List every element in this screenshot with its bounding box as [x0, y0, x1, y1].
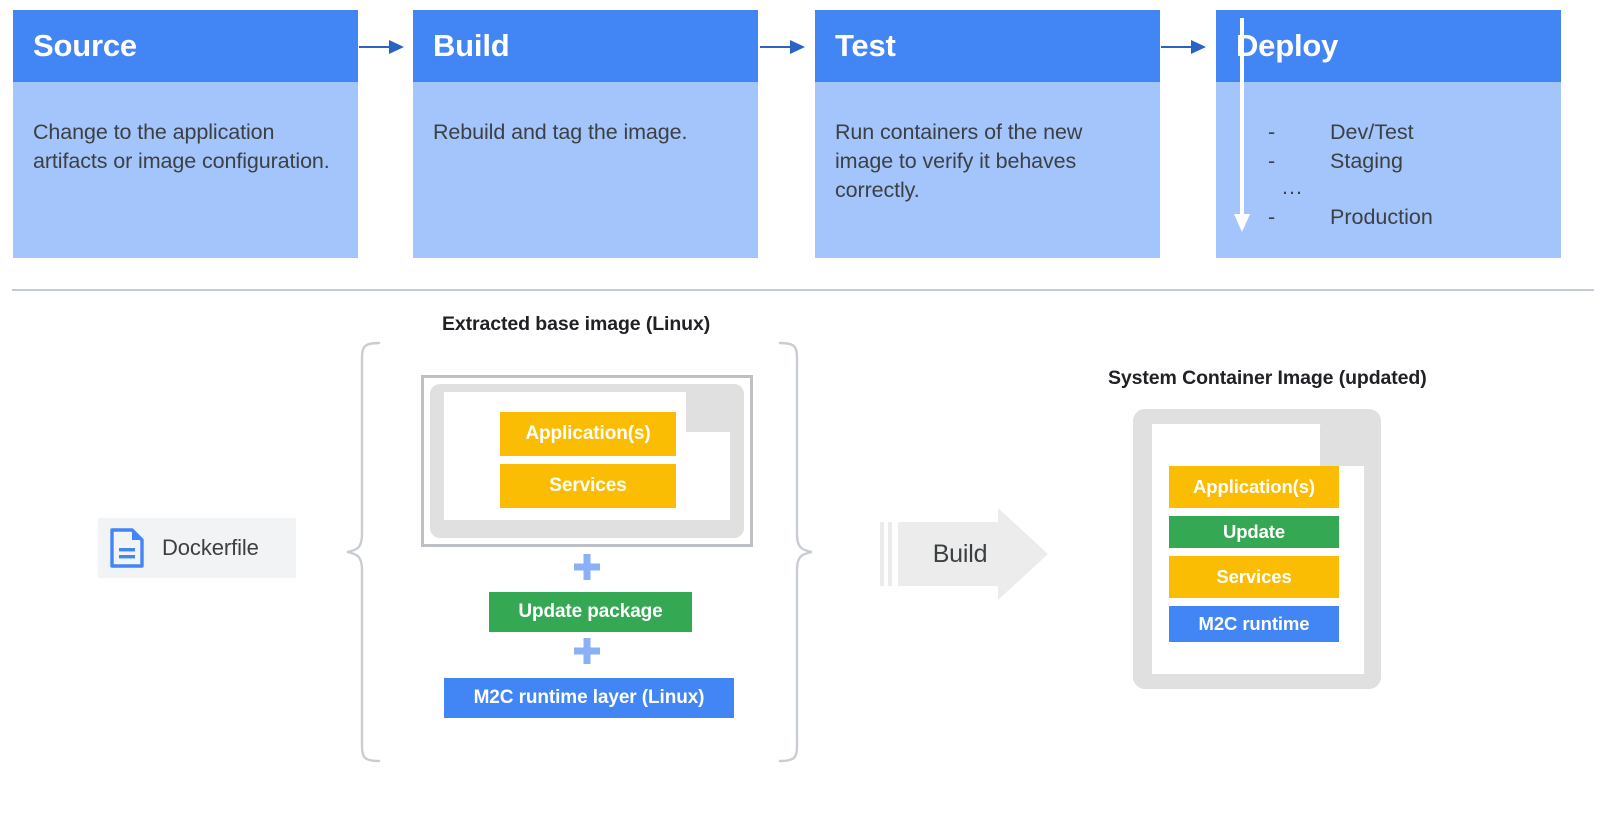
- deploy-list-item: - Production: [1268, 203, 1548, 232]
- list-dash: -: [1268, 205, 1276, 229]
- arrow-down-icon: [1234, 18, 1250, 232]
- deploy-list-ellipsis: ...: [1268, 176, 1548, 203]
- base-image-caption: Extracted base image (Linux): [442, 313, 711, 335]
- dockerfile-label: Dockerfile: [162, 535, 259, 560]
- layer-label: M2C runtime: [1198, 613, 1310, 634]
- layer-label: Update package: [518, 601, 663, 622]
- ellipsis-text: ...: [1282, 175, 1303, 199]
- extracted-base-image-box: [421, 375, 753, 547]
- block-arrow-right-icon: [880, 508, 1048, 600]
- build-action-arrow: Build: [880, 508, 1048, 600]
- layer-label: Services: [549, 475, 627, 496]
- stage-body: - Dev/Test - Staging ... - Production: [1216, 18, 1561, 258]
- layer-label: Application(s): [525, 423, 651, 444]
- layer-bar-m2c-runtime-layer: M2C runtime layer (Linux): [444, 678, 734, 718]
- stage-title: Source: [33, 28, 137, 63]
- stage-description: Run containers of the new image to verif…: [835, 120, 1083, 202]
- pipeline-stage-build: Build Rebuild and tag the image.: [413, 10, 758, 258]
- layer-bar-services: Services: [1169, 556, 1339, 598]
- section-divider: [12, 289, 1594, 291]
- layer-bar-m2c-runtime: M2C runtime: [1169, 606, 1339, 642]
- deploy-env-label: Staging: [1330, 149, 1403, 173]
- deploy-environment-list: - Dev/Test - Staging ... - Production: [1268, 118, 1548, 232]
- layer-label: Services: [1216, 566, 1292, 587]
- list-dash: -: [1268, 120, 1276, 144]
- stage-header: Build: [413, 10, 758, 82]
- stage-title: Test: [835, 28, 896, 63]
- stage-header: Test: [815, 10, 1160, 82]
- brace-left-icon: [346, 341, 381, 763]
- pipeline-stage-deploy: Deploy - Dev/Test - Staging ...: [1216, 10, 1561, 258]
- pipeline-stage-source: Source Change to the application artifac…: [13, 10, 358, 258]
- deploy-list-item: - Staging: [1268, 147, 1548, 176]
- layer-label: M2C runtime layer (Linux): [473, 687, 705, 708]
- layer-bar-applications: Application(s): [1169, 466, 1339, 508]
- stage-description: Change to the application artifacts or i…: [33, 120, 330, 173]
- arrow-right-icon: [760, 40, 805, 54]
- arrow-right-icon: [1161, 40, 1206, 54]
- plus-icon: [574, 638, 600, 664]
- stage-body: Rebuild and tag the image.: [413, 82, 758, 258]
- deploy-env-label: Dev/Test: [1330, 120, 1414, 144]
- deploy-env-label: Production: [1330, 205, 1433, 229]
- brace-right-icon: [778, 341, 813, 763]
- stage-title: Deploy: [1236, 28, 1339, 63]
- layer-bar-update-package: Update package: [489, 592, 692, 632]
- layer-bar-services: Services: [500, 464, 676, 508]
- pipeline-stage-test: Test Run containers of the new image to …: [815, 10, 1160, 258]
- output-image-caption: System Container Image (updated): [1108, 367, 1427, 389]
- stage-body: Change to the application artifacts or i…: [13, 82, 358, 258]
- stage-header: Deploy: [1216, 10, 1561, 82]
- stage-body: Run containers of the new image to verif…: [815, 82, 1160, 258]
- deploy-list-item: - Dev/Test: [1268, 118, 1548, 147]
- document-icon: [110, 528, 144, 568]
- list-dash: -: [1268, 149, 1276, 173]
- stage-description: Rebuild and tag the image.: [433, 120, 688, 144]
- layer-bar-applications: Application(s): [500, 412, 676, 456]
- plus-icon: [574, 554, 600, 580]
- dockerfile-chip[interactable]: Dockerfile: [98, 518, 296, 578]
- stage-title: Build: [433, 28, 510, 63]
- layer-label: Application(s): [1193, 476, 1315, 497]
- stage-header: Source: [13, 10, 358, 82]
- layer-bar-update: Update: [1169, 516, 1339, 548]
- arrow-right-icon: [359, 40, 404, 54]
- layer-label: Update: [1222, 521, 1286, 542]
